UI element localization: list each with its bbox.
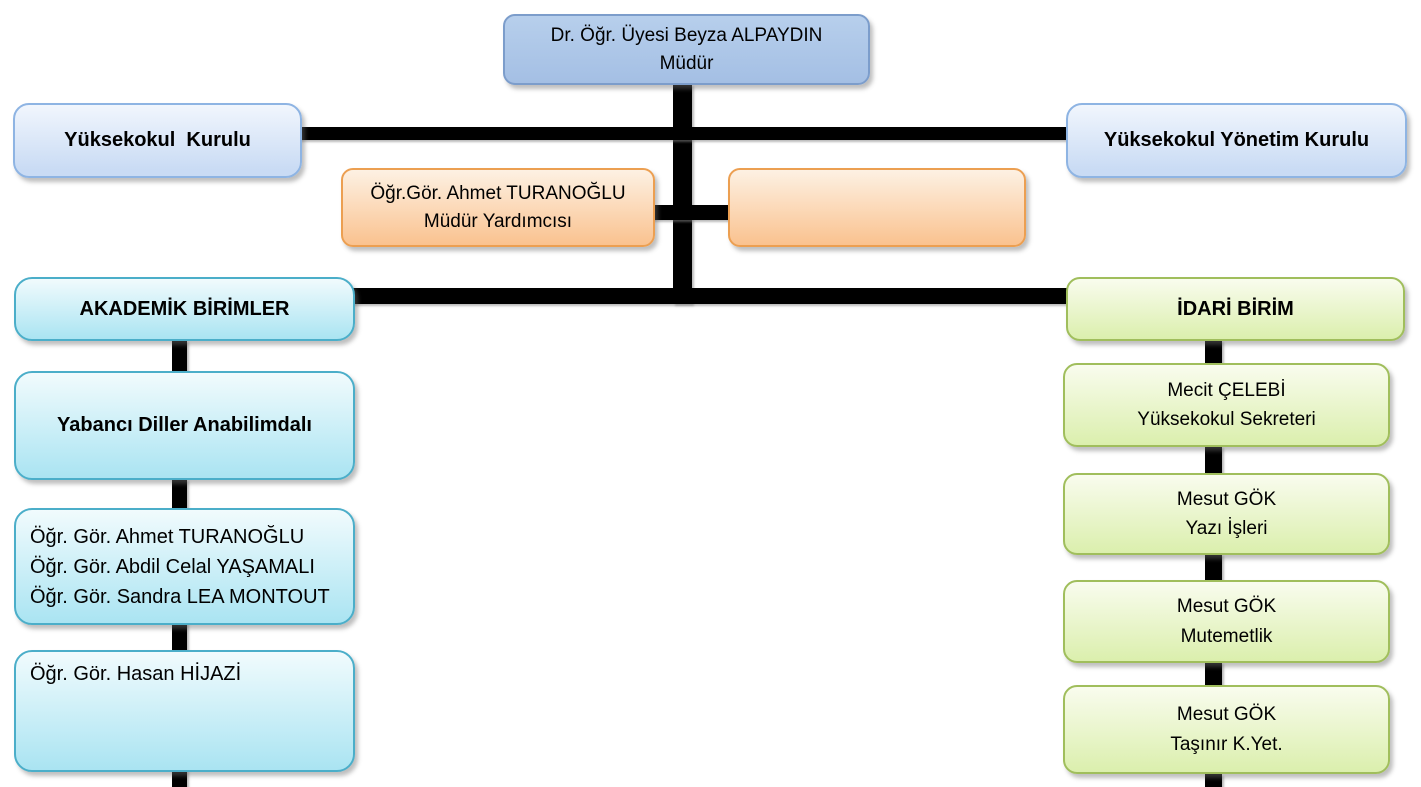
node-foreign-languages-dept: Yabancı Diller Anabilimdalı: [14, 371, 355, 480]
secretary-name: Mecit ÇELEBİ: [1167, 379, 1286, 401]
lecturer-2: Öğr. Gör. Abdil Celal YAŞAMALI: [30, 555, 315, 578]
connector-right-5: [1205, 774, 1222, 787]
deputy-name: Öğr.Gör. Ahmet TURANOĞLU: [370, 182, 626, 204]
foreign-languages-label: Yabancı Diller Anabilimdalı: [57, 414, 312, 436]
connector-right-1: [1205, 340, 1222, 369]
paymaster-name: Mesut GÖK: [1176, 596, 1277, 618]
node-admin-unit: İDARİ BİRİM: [1066, 277, 1405, 341]
node-deputy-empty: [728, 168, 1026, 247]
connector-boards-horizontal: [281, 127, 1076, 140]
connector-left-4: [172, 769, 187, 787]
node-academic-units: AKADEMİK BİRİMLER: [14, 277, 355, 341]
connector-left-2: [172, 479, 187, 509]
executive-board-label: Yüksekokul Yönetim Kurulu: [1103, 129, 1370, 151]
lecturer-1: Öğr. Gör. Ahmet TURANOĞLU: [30, 525, 305, 548]
node-lecturers: Öğr. Gör. Ahmet TURANOĞLU Öğr. Gör. Abdi…: [14, 508, 355, 625]
secretary-title: Yüksekokul Sekreteri: [1137, 409, 1316, 430]
lecturer-hijazi-label: Öğr. Gör. Hasan HİJAZİ: [30, 663, 242, 685]
correspondence-name: Mesut GÖK: [1176, 488, 1277, 510]
connector-right-3: [1205, 554, 1222, 580]
paymaster-title: Mutemetlik: [1180, 625, 1273, 647]
node-director: Dr. Öğr. Üyesi Beyza ALPAYDIN Müdür: [503, 14, 870, 85]
node-school-board: Yüksekokul Kurulu: [13, 103, 302, 178]
lecturer-3: Öğr. Gör. Sandra LEA MONTOUT: [30, 585, 330, 608]
movables-title: Taşınır K.Yet.: [1170, 733, 1283, 755]
academic-units-label: AKADEMİK BİRİMLER: [79, 297, 290, 320]
node-correspondence-office: Mesut GÖK Yazı İşleri: [1063, 473, 1390, 555]
node-school-secretary: Mecit ÇELEBİ Yüksekokul Sekreteri: [1063, 363, 1390, 447]
connector-right-2: [1205, 446, 1222, 474]
director-title: Müdür: [659, 52, 714, 74]
node-movables-officer: Mesut GÖK Taşınır K.Yet.: [1063, 685, 1390, 774]
node-lecturer-hijazi: Öğr. Gör. Hasan HİJAZİ: [14, 650, 355, 772]
connector-left-3: [172, 622, 187, 651]
connector-units-horizontal: [350, 288, 1070, 304]
connector-deputies-horizontal: [650, 205, 732, 220]
correspondence-title: Yazı İşleri: [1185, 518, 1268, 539]
admin-unit-label: İDARİ BİRİM: [1177, 297, 1294, 320]
node-paymaster-office: Mesut GÖK Mutemetlik: [1063, 580, 1390, 663]
connector-left-1: [172, 340, 187, 372]
node-executive-board: Yüksekokul Yönetim Kurulu: [1066, 103, 1407, 178]
deputy-title: Müdür Yardımcısı: [423, 210, 573, 232]
director-name: Dr. Öğr. Üyesi Beyza ALPAYDIN: [550, 24, 823, 46]
movables-name: Mesut GÖK: [1176, 704, 1277, 726]
connector-trunk-vertical: [673, 84, 692, 304]
node-deputy-director: Öğr.Gör. Ahmet TURANOĞLU Müdür Yardımcıs…: [341, 168, 655, 247]
connector-right-4: [1205, 662, 1222, 686]
school-board-label: Yüksekokul Kurulu: [64, 129, 251, 151]
